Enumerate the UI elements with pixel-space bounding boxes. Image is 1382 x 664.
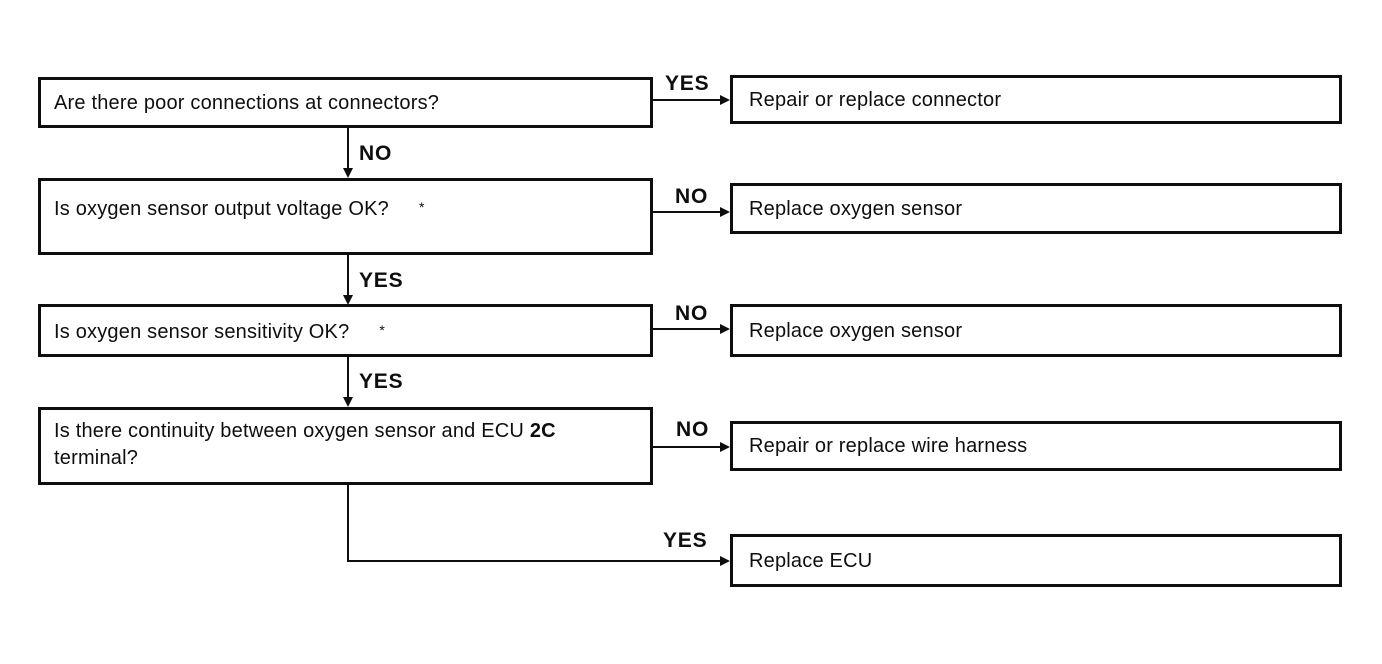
question-line1: Is there continuity between oxygen senso… <box>54 420 525 442</box>
branch-label-yes: YES <box>359 370 404 393</box>
action-text: Repair or replace wire harness <box>749 435 1028 457</box>
branch-label-no: NO <box>675 185 709 208</box>
arrowhead-down-icon <box>343 168 353 178</box>
question-text-wrap: Is oxygen sensor sensitivity OK? * <box>54 318 385 344</box>
question-box-output-voltage: Is oxygen sensor output voltage OK? * <box>38 178 653 255</box>
connector-line-q3-to-a3 <box>653 328 720 330</box>
arrowhead-right-icon <box>720 442 730 452</box>
arrowhead-down-icon <box>343 295 353 305</box>
question-text-wrap: Is oxygen sensor output voltage OK? * <box>54 195 425 221</box>
arrowhead-down-icon <box>343 397 353 407</box>
action-text: Replace oxygen sensor <box>749 319 963 342</box>
question-text: Is oxygen sensor sensitivity OK? <box>54 320 350 343</box>
connector-line-q2-to-q3 <box>347 255 349 296</box>
action-box-replace-oxygen-sensor-1: Replace oxygen sensor <box>730 183 1342 234</box>
question-box-sensitivity: Is oxygen sensor sensitivity OK? * <box>38 304 653 357</box>
branch-label-yes: YES <box>665 72 710 95</box>
connector-line-q4-down <box>347 485 349 562</box>
branch-label-no: NO <box>675 302 709 325</box>
action-box-repair-connector: Repair or replace connector <box>730 75 1342 124</box>
action-box-replace-ecu: Replace ECU <box>730 534 1342 587</box>
connector-line-q4-to-a5 <box>348 560 720 562</box>
connector-line-q1-to-q2 <box>347 128 349 169</box>
action-box-repair-wire-harness: Repair or replace wire harness <box>730 421 1342 471</box>
question-text: Is oxygen sensor output voltage OK? <box>54 198 389 220</box>
question-text: Is there continuity between oxygen senso… <box>54 418 556 472</box>
question-text: Are there poor connections at connectors… <box>54 91 440 114</box>
arrowhead-right-icon <box>720 95 730 105</box>
action-text: Replace oxygen sensor <box>749 197 963 220</box>
question-line2: terminal? <box>54 447 139 469</box>
connector-line-q3-to-q4 <box>347 357 349 398</box>
connector-line-q2-to-a2 <box>653 211 720 213</box>
connector-line-q1-to-a1 <box>653 99 720 101</box>
branch-label-yes: YES <box>663 529 708 552</box>
arrowhead-right-icon <box>720 207 730 217</box>
branch-label-no: NO <box>676 418 710 441</box>
arrowhead-right-icon <box>720 556 730 566</box>
branch-label-yes: YES <box>359 269 404 292</box>
action-text: Replace ECU <box>749 549 873 572</box>
footnote-asterisk-icon: * <box>379 321 386 338</box>
connector-line-q4-to-a4 <box>653 446 720 448</box>
arrowhead-right-icon <box>720 324 730 334</box>
action-box-replace-oxygen-sensor-2: Replace oxygen sensor <box>730 304 1342 357</box>
terminal-code-bold: 2C <box>529 420 556 442</box>
branch-label-no: NO <box>359 142 393 165</box>
question-box-continuity: Is there continuity between oxygen senso… <box>38 407 653 485</box>
footnote-asterisk-icon: * <box>418 199 425 215</box>
action-text: Repair or replace connector <box>749 88 1002 111</box>
question-box-poor-connections: Are there poor connections at connectors… <box>38 77 653 128</box>
